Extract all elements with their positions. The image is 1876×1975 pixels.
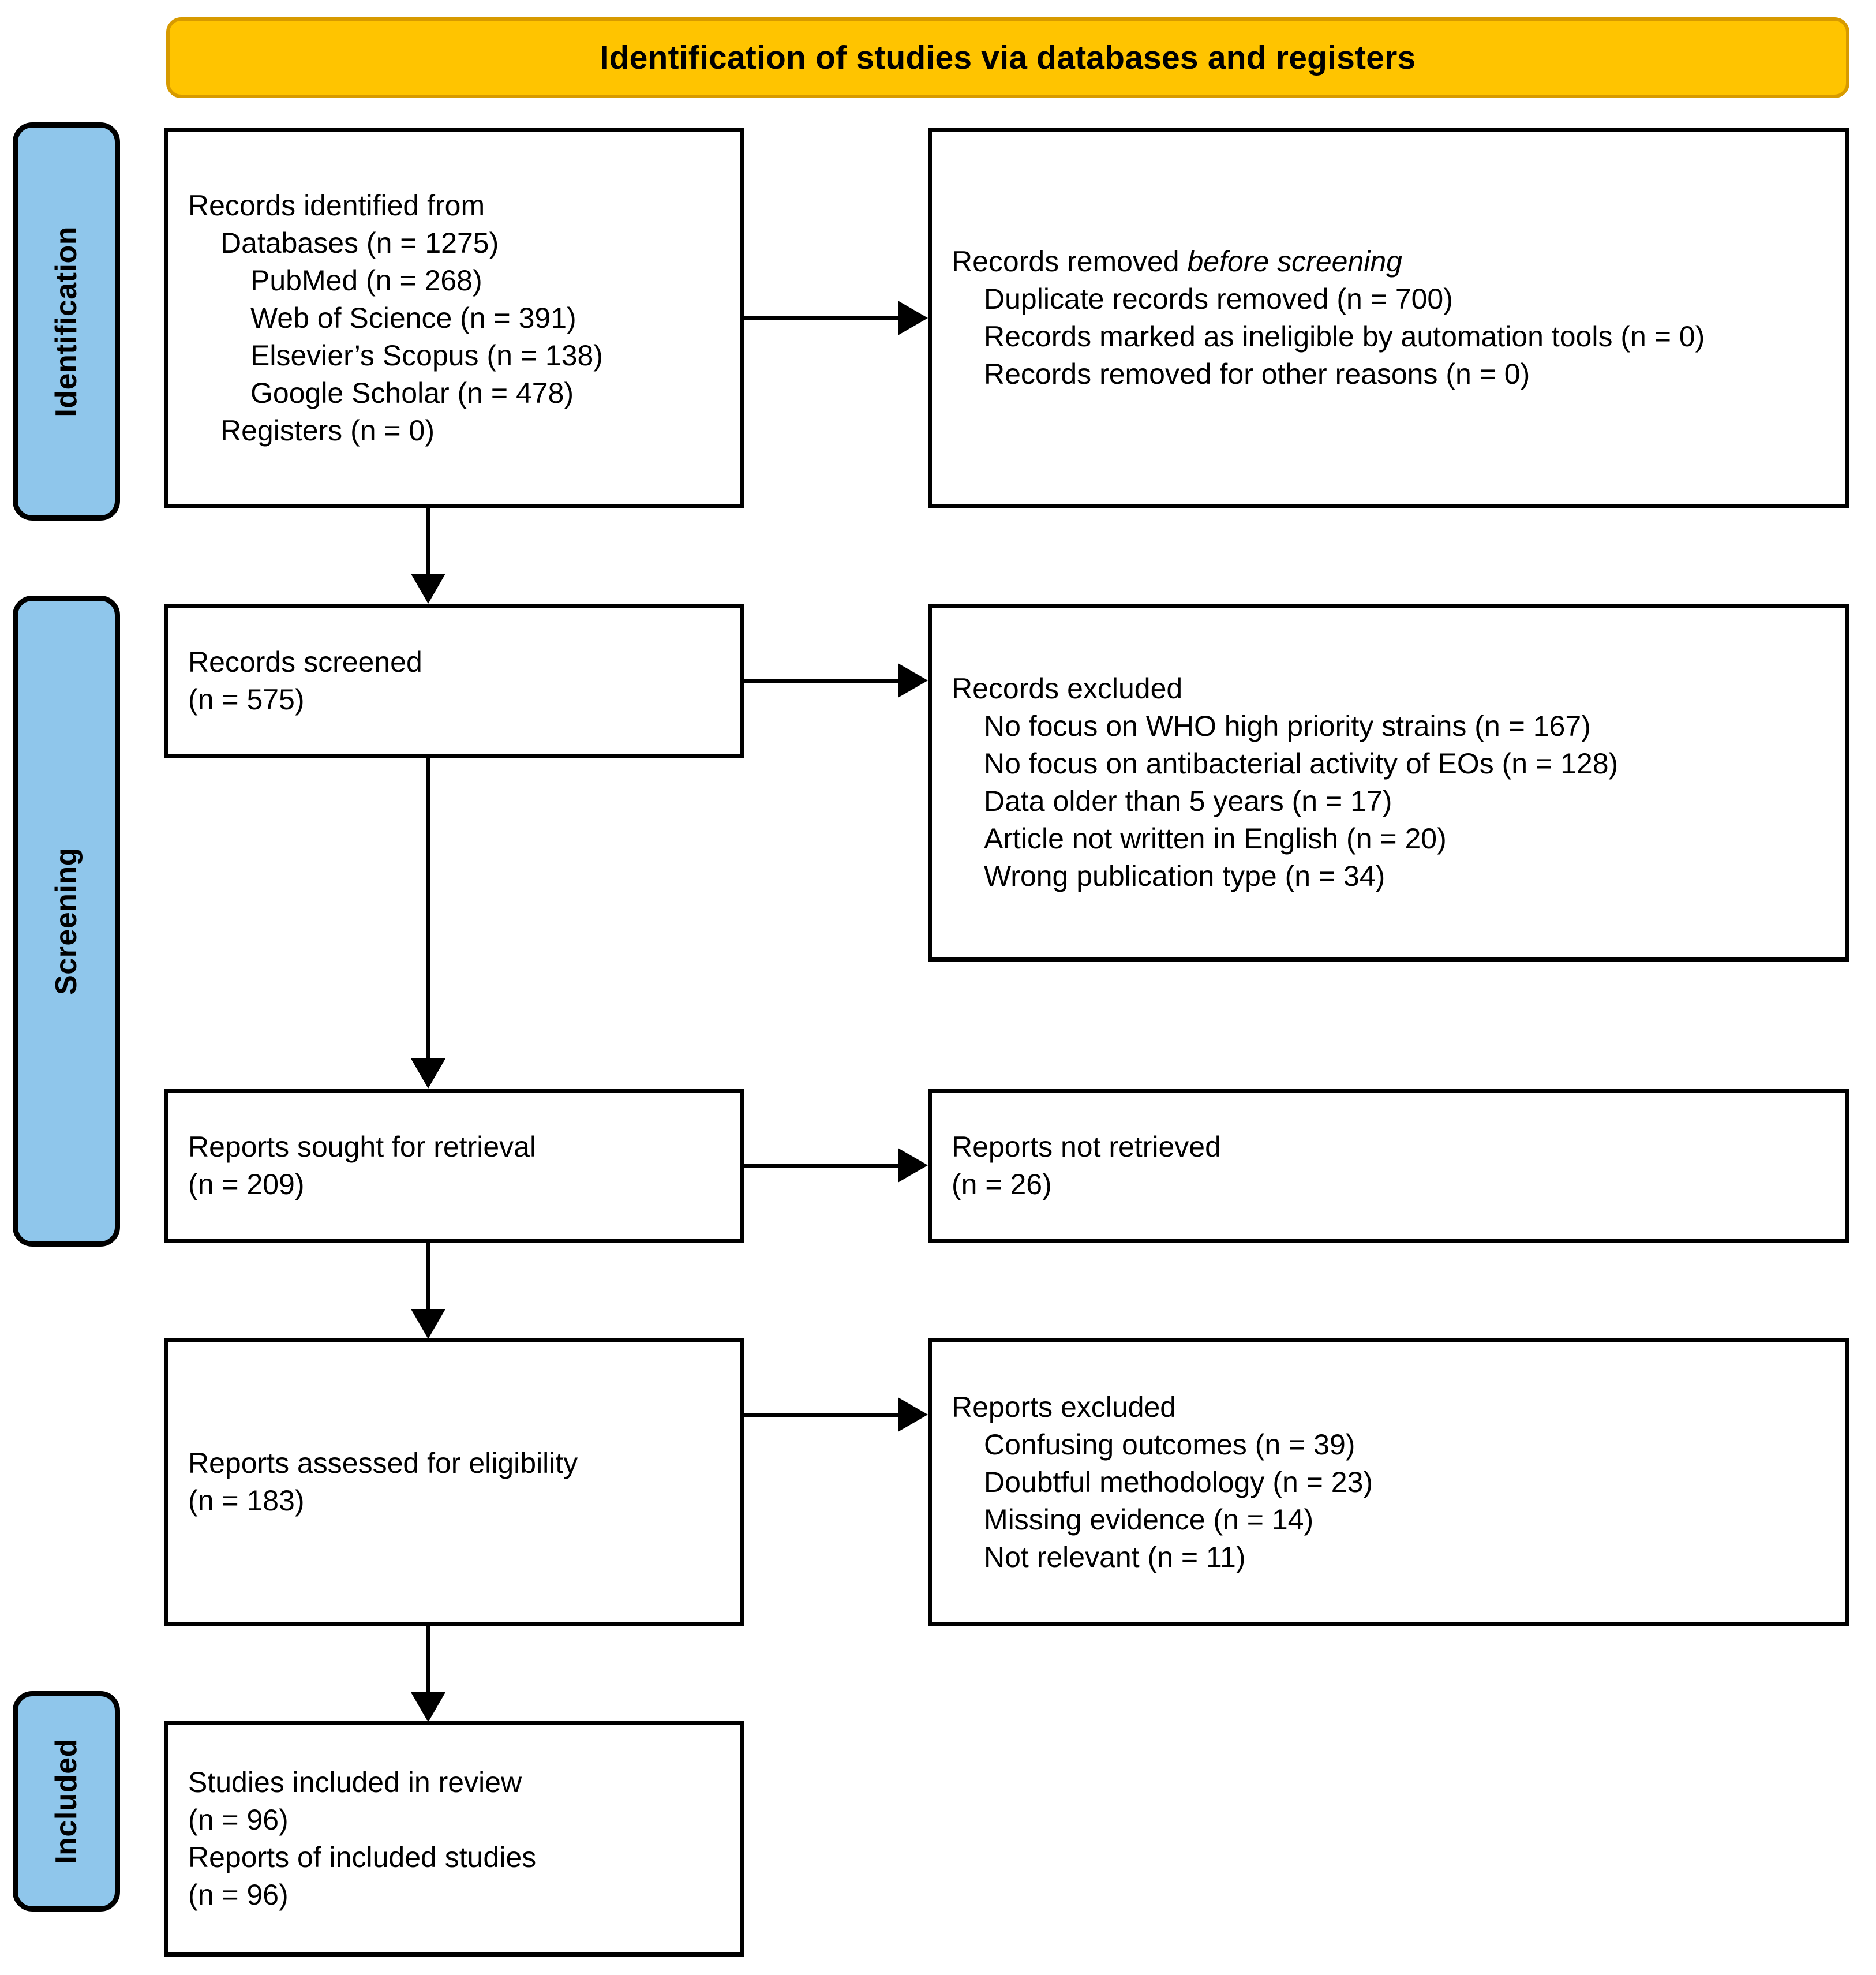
records-identified-heading: Records identified from [188,189,485,222]
stage-label-screening: Screening [50,847,83,995]
records-screened-label: Records screened [188,646,422,678]
records-excluded-language: Article not written in English (n = 20) [984,822,1447,855]
connector-sought-to-not-retrieved [744,1164,898,1168]
connector-identified-to-removed [744,316,898,320]
connector-screened-to-sought [426,758,430,1061]
records-screened-count: (n = 575) [188,683,305,716]
records-removed-heading-plain: Records removed [952,245,1188,278]
reports-assessed-label: Reports assessed for eligibility [188,1447,578,1479]
connector-assessed-to-excluded [744,1413,898,1417]
reports-not-retrieved-count: (n = 26) [952,1168,1052,1200]
reports-excluded-missing-evidence: Missing evidence (n = 14) [984,1503,1314,1536]
studies-included-count: (n = 96) [188,1804,289,1836]
records-identified-databases: Databases (n = 1275) [220,226,499,259]
stage-label-included: Included [50,1738,83,1864]
arrowhead-identified-to-removed [898,301,928,335]
page-title: Identification of studies via databases … [600,39,1416,76]
records-excluded-who-strains: No focus on WHO high priority strains (n… [984,710,1591,742]
records-removed-other: Records removed for other reasons (n = 0… [984,358,1530,390]
box-studies-included: Studies included in review (n = 96) Repo… [164,1721,744,1957]
box-records-identified: Records identified from Databases (n = 1… [164,128,744,508]
records-excluded-antibacterial: No focus on antibacterial activity of EO… [984,747,1619,780]
reports-of-included-label: Reports of included studies [188,1841,537,1873]
connector-assessed-to-included [426,1626,430,1695]
reports-of-included-count: (n = 96) [188,1879,289,1911]
arrowhead-identified-to-screened [411,574,445,604]
stage-pill-screening: Screening [13,596,120,1247]
diagram-header-banner: Identification of studies via databases … [166,17,1849,98]
stage-pill-identification: Identification [13,122,120,521]
box-records-screened: Records screened (n = 575) [164,604,744,758]
records-identified-pubmed: PubMed (n = 268) [250,264,482,297]
reports-sought-label: Reports sought for retrieval [188,1131,537,1163]
records-excluded-heading: Records excluded [952,672,1183,705]
studies-included-label: Studies included in review [188,1766,522,1798]
box-reports-not-retrieved: Reports not retrieved (n = 26) [928,1089,1849,1243]
records-identified-google-scholar: Google Scholar (n = 478) [250,376,574,409]
box-reports-excluded: Reports excluded Confusing outcomes (n =… [928,1338,1849,1626]
reports-excluded-doubtful-methodology: Doubtful methodology (n = 23) [984,1465,1373,1498]
reports-excluded-confusing-outcomes: Confusing outcomes (n = 39) [984,1428,1355,1461]
records-identified-registers: Registers (n = 0) [220,414,435,447]
arrowhead-assessed-to-excluded [898,1397,928,1432]
records-removed-heading: Records removed before screening [952,243,1826,280]
reports-not-retrieved-label: Reports not retrieved [952,1131,1221,1163]
records-removed-duplicates: Duplicate records removed (n = 700) [984,283,1453,315]
reports-assessed-count: (n = 183) [188,1484,305,1517]
records-excluded-old-data: Data older than 5 years (n = 17) [984,785,1392,817]
arrowhead-sought-to-assessed [411,1309,445,1339]
records-removed-automation: Records marked as ineligible by automati… [984,320,1705,353]
stage-pill-included: Included [13,1691,120,1912]
connector-sought-to-assessed [426,1243,430,1311]
arrowhead-screened-to-excluded [898,663,928,698]
box-reports-sought: Reports sought for retrieval (n = 209) [164,1089,744,1243]
reports-excluded-heading: Reports excluded [952,1390,1177,1423]
arrowhead-sought-to-not-retrieved [898,1148,928,1183]
records-excluded-publication-type: Wrong publication type (n = 34) [984,860,1386,892]
connector-identified-to-screened [426,508,430,576]
reports-excluded-not-relevant: Not relevant (n = 11) [984,1540,1246,1573]
records-removed-heading-italic: before screening [1187,245,1402,278]
arrowhead-screened-to-sought [411,1058,445,1089]
box-reports-assessed: Reports assessed for eligibility (n = 18… [164,1338,744,1626]
connector-screened-to-excluded [744,679,898,683]
box-records-excluded: Records excluded No focus on WHO high pr… [928,604,1849,962]
records-identified-scopus: Elsevier’s Scopus (n = 138) [250,339,603,372]
stage-label-identification: Identification [50,226,83,417]
reports-sought-count: (n = 209) [188,1168,305,1200]
records-identified-web-of-science: Web of Science (n = 391) [250,301,576,334]
box-records-removed-before-screening: Records removed before screening Duplica… [928,128,1849,508]
arrowhead-assessed-to-included [411,1692,445,1722]
